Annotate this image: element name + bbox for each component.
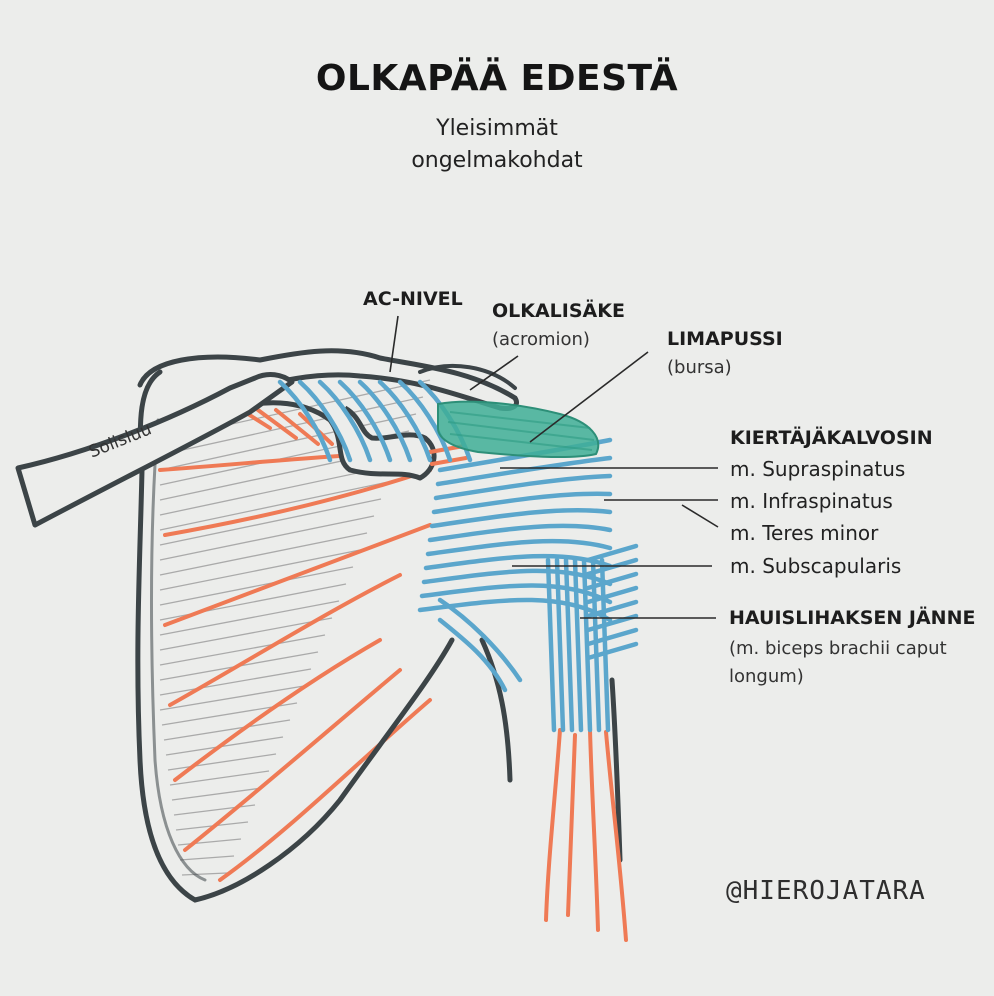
blue-fiber bbox=[377, 379, 433, 463]
blue-fiber bbox=[585, 543, 639, 563]
blue-fiber bbox=[563, 557, 575, 733]
leader-olkalisake bbox=[469, 355, 519, 391]
ac-joint-outline bbox=[418, 363, 517, 390]
blue-fiber bbox=[337, 379, 393, 463]
orange-fiber bbox=[158, 453, 357, 472]
humerus-outline bbox=[479, 637, 513, 783]
label-olkalisake: OLKALISÄKE bbox=[492, 300, 625, 322]
blue-fiber bbox=[421, 568, 613, 587]
pencil-stroke bbox=[159, 549, 361, 591]
scapula-inner-edge bbox=[150, 418, 207, 882]
blue-fiber bbox=[435, 455, 613, 487]
label-subscapularis: m. Subscapularis bbox=[730, 554, 902, 578]
pencil-stroke bbox=[163, 719, 291, 741]
pencil-stroke bbox=[159, 617, 333, 651]
blue-fiber bbox=[581, 557, 593, 733]
blue-fiber bbox=[317, 379, 373, 463]
leader-teres-minor bbox=[681, 504, 719, 528]
blue-fiber bbox=[437, 617, 508, 693]
blue-fiber bbox=[357, 379, 413, 463]
leader-ac-nivel bbox=[389, 315, 399, 373]
subscapularis-muscle-fibers bbox=[158, 453, 432, 882]
label-infraspinatus: m. Infraspinatus bbox=[730, 489, 893, 513]
pencil-stroke bbox=[167, 753, 277, 771]
blue-fiber bbox=[431, 491, 613, 515]
leader-lines bbox=[389, 315, 719, 619]
acromion-outline bbox=[137, 348, 519, 411]
label-teres-minor: m. Teres minor bbox=[730, 521, 879, 545]
blue-fiber bbox=[585, 571, 639, 591]
blue-fiber bbox=[585, 627, 639, 647]
label-acromion: (acromion) bbox=[492, 329, 590, 350]
label-ac-nivel: AC-NIVEL bbox=[363, 288, 463, 310]
blue-fiber bbox=[417, 597, 613, 623]
label-limapussi: LIMAPUSSI bbox=[667, 328, 783, 350]
pencil-stroke bbox=[159, 498, 382, 546]
blue-fiber bbox=[427, 523, 613, 543]
pencil-stroke bbox=[177, 838, 242, 846]
subtitle-line-2: ongelmakohdat bbox=[411, 148, 583, 173]
blue-fiber bbox=[419, 583, 613, 605]
blue-fiber bbox=[585, 585, 639, 605]
pencil-stroke bbox=[165, 736, 284, 756]
blue-fiber bbox=[297, 379, 353, 463]
pencil-stroke bbox=[159, 668, 312, 696]
orange-fiber bbox=[218, 698, 432, 882]
label-biceps-latin-2: longum) bbox=[729, 666, 804, 687]
blue-fiber bbox=[433, 473, 613, 501]
clavicle-bone bbox=[15, 372, 295, 528]
label-bursa: (bursa) bbox=[667, 357, 732, 378]
pencil-stroke bbox=[159, 532, 368, 576]
orange-fiber bbox=[163, 523, 432, 627]
orange-fiber bbox=[163, 468, 432, 537]
orange-fiber bbox=[183, 668, 402, 852]
pencil-stroke bbox=[159, 481, 389, 531]
label-hauislihaksen-janne: HAUISLIHAKSEN JÄNNE bbox=[729, 607, 976, 629]
pencil-stroke bbox=[159, 634, 326, 666]
pencil-stroke bbox=[179, 855, 235, 861]
blue-fiber bbox=[585, 641, 639, 661]
blue-fiber bbox=[585, 557, 639, 577]
pencil-stroke bbox=[173, 804, 256, 816]
signature-watermark: @HIEROJATARA bbox=[726, 876, 926, 906]
orange-fiber bbox=[168, 573, 402, 707]
coracoid-process bbox=[231, 400, 437, 481]
pencil-stroke bbox=[159, 515, 375, 561]
humerus-outline-right bbox=[609, 677, 623, 863]
subtitle-line-1: Yleisimmät bbox=[436, 116, 558, 141]
page-title: OLKAPÄÄ EDESTÄ bbox=[315, 58, 679, 99]
label-kiertajakalvosin: KIERTÄJÄKALVOSIN bbox=[730, 427, 933, 449]
blue-fiber bbox=[572, 557, 584, 733]
blue-fiber bbox=[425, 538, 613, 557]
scapula-pencil-shading bbox=[159, 379, 431, 876]
blue-fiber bbox=[590, 557, 602, 733]
orange-fiber bbox=[173, 638, 382, 782]
pencil-stroke bbox=[159, 600, 340, 636]
biceps-lower-fibers bbox=[544, 728, 628, 942]
pencil-stroke bbox=[181, 872, 228, 876]
blue-fiber bbox=[397, 379, 453, 463]
leader-limapussi bbox=[529, 351, 649, 443]
blue-fiber bbox=[429, 507, 613, 529]
label-biceps-latin-1: (m. biceps brachii caput bbox=[729, 638, 947, 659]
blue-fiber bbox=[545, 557, 557, 733]
label-supraspinatus: m. Supraspinatus bbox=[730, 457, 906, 481]
blue-fiber bbox=[437, 597, 523, 683]
blue-fiber bbox=[277, 379, 333, 463]
blue-fiber bbox=[585, 599, 639, 619]
bursa-strokes bbox=[447, 411, 595, 451]
pencil-stroke bbox=[159, 685, 305, 711]
pencil-stroke bbox=[159, 566, 354, 606]
pencil-stroke bbox=[159, 396, 424, 456]
pencil-stroke bbox=[171, 787, 263, 801]
blue-fiber bbox=[554, 557, 566, 733]
pencil-stroke bbox=[169, 770, 270, 786]
